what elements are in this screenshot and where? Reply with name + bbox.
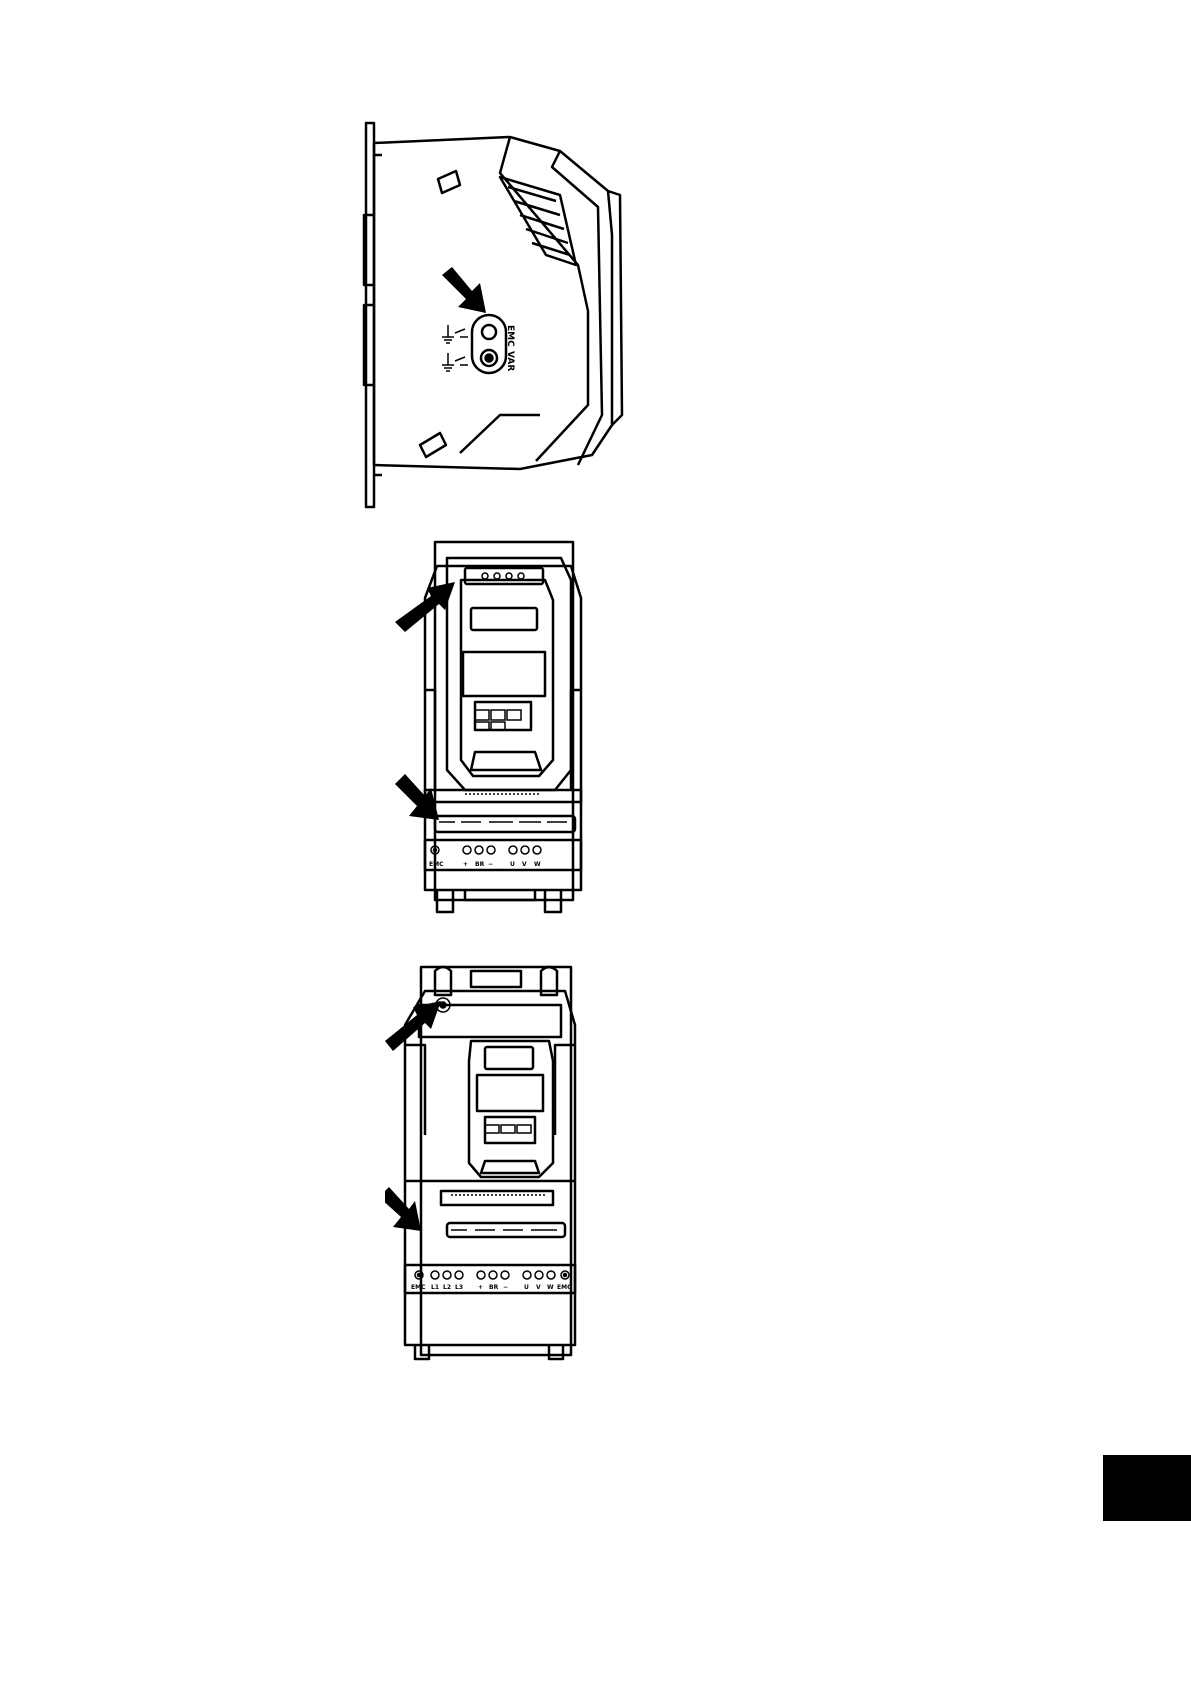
terminal-label: EMC	[429, 861, 444, 868]
emc-label: EMC	[505, 325, 515, 347]
arrow-icon	[395, 774, 439, 820]
side-view-figure: EMC VAR	[360, 115, 660, 515]
terminal-label: V	[522, 861, 527, 868]
arrow-icon	[385, 1001, 441, 1051]
front-view-small-figure: EMC + BR − U V W	[395, 540, 585, 930]
arrow-icon	[442, 267, 486, 313]
terminal-label: BR	[489, 1284, 499, 1291]
terminal-label: L2	[443, 1284, 451, 1291]
terminal-label: EMC	[411, 1284, 426, 1291]
terminal-label: U	[524, 1284, 529, 1291]
terminal-label: L1	[431, 1284, 439, 1291]
front-view-large-figure: EMC L1 L2 L3 + BR − U V W EMC	[385, 965, 595, 1365]
terminal-label: −	[503, 1284, 508, 1291]
terminal-label: W	[547, 1284, 554, 1291]
arrow-icon	[385, 1187, 421, 1231]
terminal-labels-large: EMC L1 L2 L3 + BR − U V W EMC	[411, 1284, 572, 1291]
page-tab-marker	[1103, 1455, 1191, 1521]
terminal-label: V	[536, 1284, 541, 1291]
terminal-label: EMC	[557, 1284, 572, 1291]
var-label: VAR	[505, 351, 515, 371]
terminal-label: W	[534, 861, 541, 868]
terminal-label: +	[478, 1284, 483, 1291]
terminal-label: BR	[475, 861, 485, 868]
terminal-label: U	[510, 861, 515, 868]
terminal-labels-small: EMC + BR − U V W	[429, 861, 541, 868]
emc-var-switch	[472, 315, 506, 373]
ground-icon	[442, 325, 468, 371]
terminal-label: L3	[455, 1284, 463, 1291]
terminal-label: +	[463, 861, 468, 868]
terminal-label: −	[488, 861, 493, 868]
